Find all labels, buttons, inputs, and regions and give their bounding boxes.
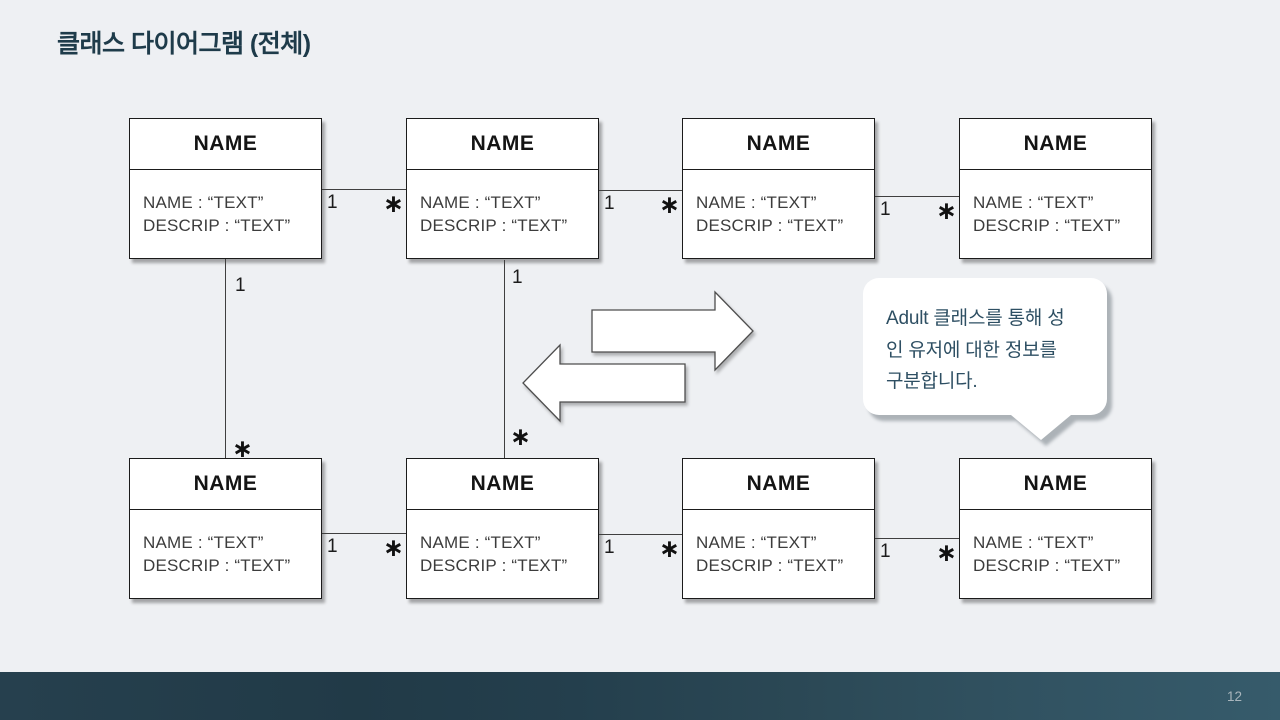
class-attributes: NAME : “TEXT” DESCRIP : “TEXT” <box>130 170 321 258</box>
class-name: NAME <box>407 459 598 510</box>
class-attr-descrip: DESCRIP : “TEXT” <box>696 556 844 575</box>
connector-line <box>504 260 505 458</box>
multiplicity-label-many: ∗ <box>510 422 531 451</box>
class-box-bottom-3: NAME NAME : “TEXT” DESCRIP : “TEXT” <box>682 458 875 599</box>
class-attributes: NAME : “TEXT” DESCRIP : “TEXT” <box>683 510 874 598</box>
class-name: NAME <box>130 459 321 510</box>
class-box-bottom-2: NAME NAME : “TEXT” DESCRIP : “TEXT” <box>406 458 599 599</box>
class-box-top-3: NAME NAME : “TEXT” DESCRIP : “TEXT” <box>682 118 875 259</box>
class-box-top-2: NAME NAME : “TEXT” DESCRIP : “TEXT” <box>406 118 599 259</box>
multiplicity-label-one: 1 <box>604 193 615 214</box>
multiplicity-label-many: ∗ <box>936 196 957 225</box>
class-attributes: NAME : “TEXT” DESCRIP : “TEXT” <box>407 510 598 598</box>
class-attr-descrip: DESCRIP : “TEXT” <box>420 556 568 575</box>
class-name: NAME <box>683 459 874 510</box>
class-attr-name: NAME : “TEXT” <box>143 532 264 552</box>
multiplicity-label-many: ∗ <box>659 190 680 219</box>
class-name: NAME <box>130 119 321 170</box>
multiplicity-label-many: ∗ <box>383 189 404 218</box>
class-attributes: NAME : “TEXT” DESCRIP : “TEXT” <box>130 510 321 598</box>
callout-line-3: 구분합니다. <box>886 371 978 392</box>
class-attr-name: NAME : “TEXT” <box>696 532 817 552</box>
class-box-bottom-4: NAME NAME : “TEXT” DESCRIP : “TEXT” <box>959 458 1152 599</box>
callout-line-1: Adult 클래스를 통해 성 <box>886 308 1065 329</box>
arrow-right-icon <box>591 290 754 372</box>
page-number: 12 <box>1226 688 1242 704</box>
connector-line <box>599 534 682 535</box>
class-attr-name: NAME : “TEXT” <box>420 532 541 552</box>
class-box-top-4: NAME NAME : “TEXT” DESCRIP : “TEXT” <box>959 118 1152 259</box>
connector-line <box>875 196 959 197</box>
multiplicity-label-many: ∗ <box>659 534 680 563</box>
multiplicity-label-many: ∗ <box>232 434 253 463</box>
class-attr-descrip: DESCRIP : “TEXT” <box>696 216 844 235</box>
connector-line <box>599 190 682 191</box>
callout-bubble <box>863 278 1107 440</box>
arrow-left-icon <box>522 343 686 423</box>
footer-bar: 12 <box>0 672 1280 720</box>
class-attr-name: NAME : “TEXT” <box>696 192 817 212</box>
multiplicity-label-one: 1 <box>880 199 891 220</box>
slide-title: 클래스 다이어그램 (전체) <box>57 30 311 58</box>
class-attr-descrip: DESCRIP : “TEXT” <box>143 556 291 575</box>
class-name: NAME <box>960 119 1151 170</box>
multiplicity-label-many: ∗ <box>383 533 404 562</box>
class-attr-descrip: DESCRIP : “TEXT” <box>973 556 1121 575</box>
multiplicity-label-one: 1 <box>880 541 891 562</box>
class-attr-name: NAME : “TEXT” <box>143 192 264 212</box>
class-box-top-1: NAME NAME : “TEXT” DESCRIP : “TEXT” <box>129 118 322 259</box>
class-attributes: NAME : “TEXT” DESCRIP : “TEXT” <box>960 510 1151 598</box>
class-attributes: NAME : “TEXT” DESCRIP : “TEXT” <box>407 170 598 258</box>
multiplicity-label-one: 1 <box>327 536 338 557</box>
class-name: NAME <box>407 119 598 170</box>
connector-line <box>225 259 226 458</box>
connector-line <box>875 538 959 539</box>
class-attr-descrip: DESCRIP : “TEXT” <box>420 216 568 235</box>
class-attr-descrip: DESCRIP : “TEXT” <box>973 216 1121 235</box>
class-attr-name: NAME : “TEXT” <box>973 532 1094 552</box>
connector-line <box>322 533 406 534</box>
class-attributes: NAME : “TEXT” DESCRIP : “TEXT” <box>683 170 874 258</box>
class-attr-descrip: DESCRIP : “TEXT” <box>143 216 291 235</box>
multiplicity-label-one: 1 <box>327 192 338 213</box>
multiplicity-label-one: 1 <box>235 275 246 296</box>
class-name: NAME <box>960 459 1151 510</box>
class-attr-name: NAME : “TEXT” <box>973 192 1094 212</box>
multiplicity-label-many: ∗ <box>936 538 957 567</box>
multiplicity-label-one: 1 <box>512 267 523 288</box>
callout-text: Adult 클래스를 통해 성 인 유저에 대한 정보를 구분합니다. <box>886 303 1096 398</box>
flow-arrows <box>522 290 754 423</box>
callout-line-2: 인 유저에 대한 정보를 <box>886 339 1057 361</box>
multiplicity-label-one: 1 <box>604 537 615 558</box>
class-name: NAME <box>683 119 874 170</box>
class-attributes: NAME : “TEXT” DESCRIP : “TEXT” <box>960 170 1151 258</box>
class-attr-name: NAME : “TEXT” <box>420 192 541 212</box>
class-box-bottom-1: NAME NAME : “TEXT” DESCRIP : “TEXT” <box>129 458 322 599</box>
connector-line <box>322 189 406 190</box>
